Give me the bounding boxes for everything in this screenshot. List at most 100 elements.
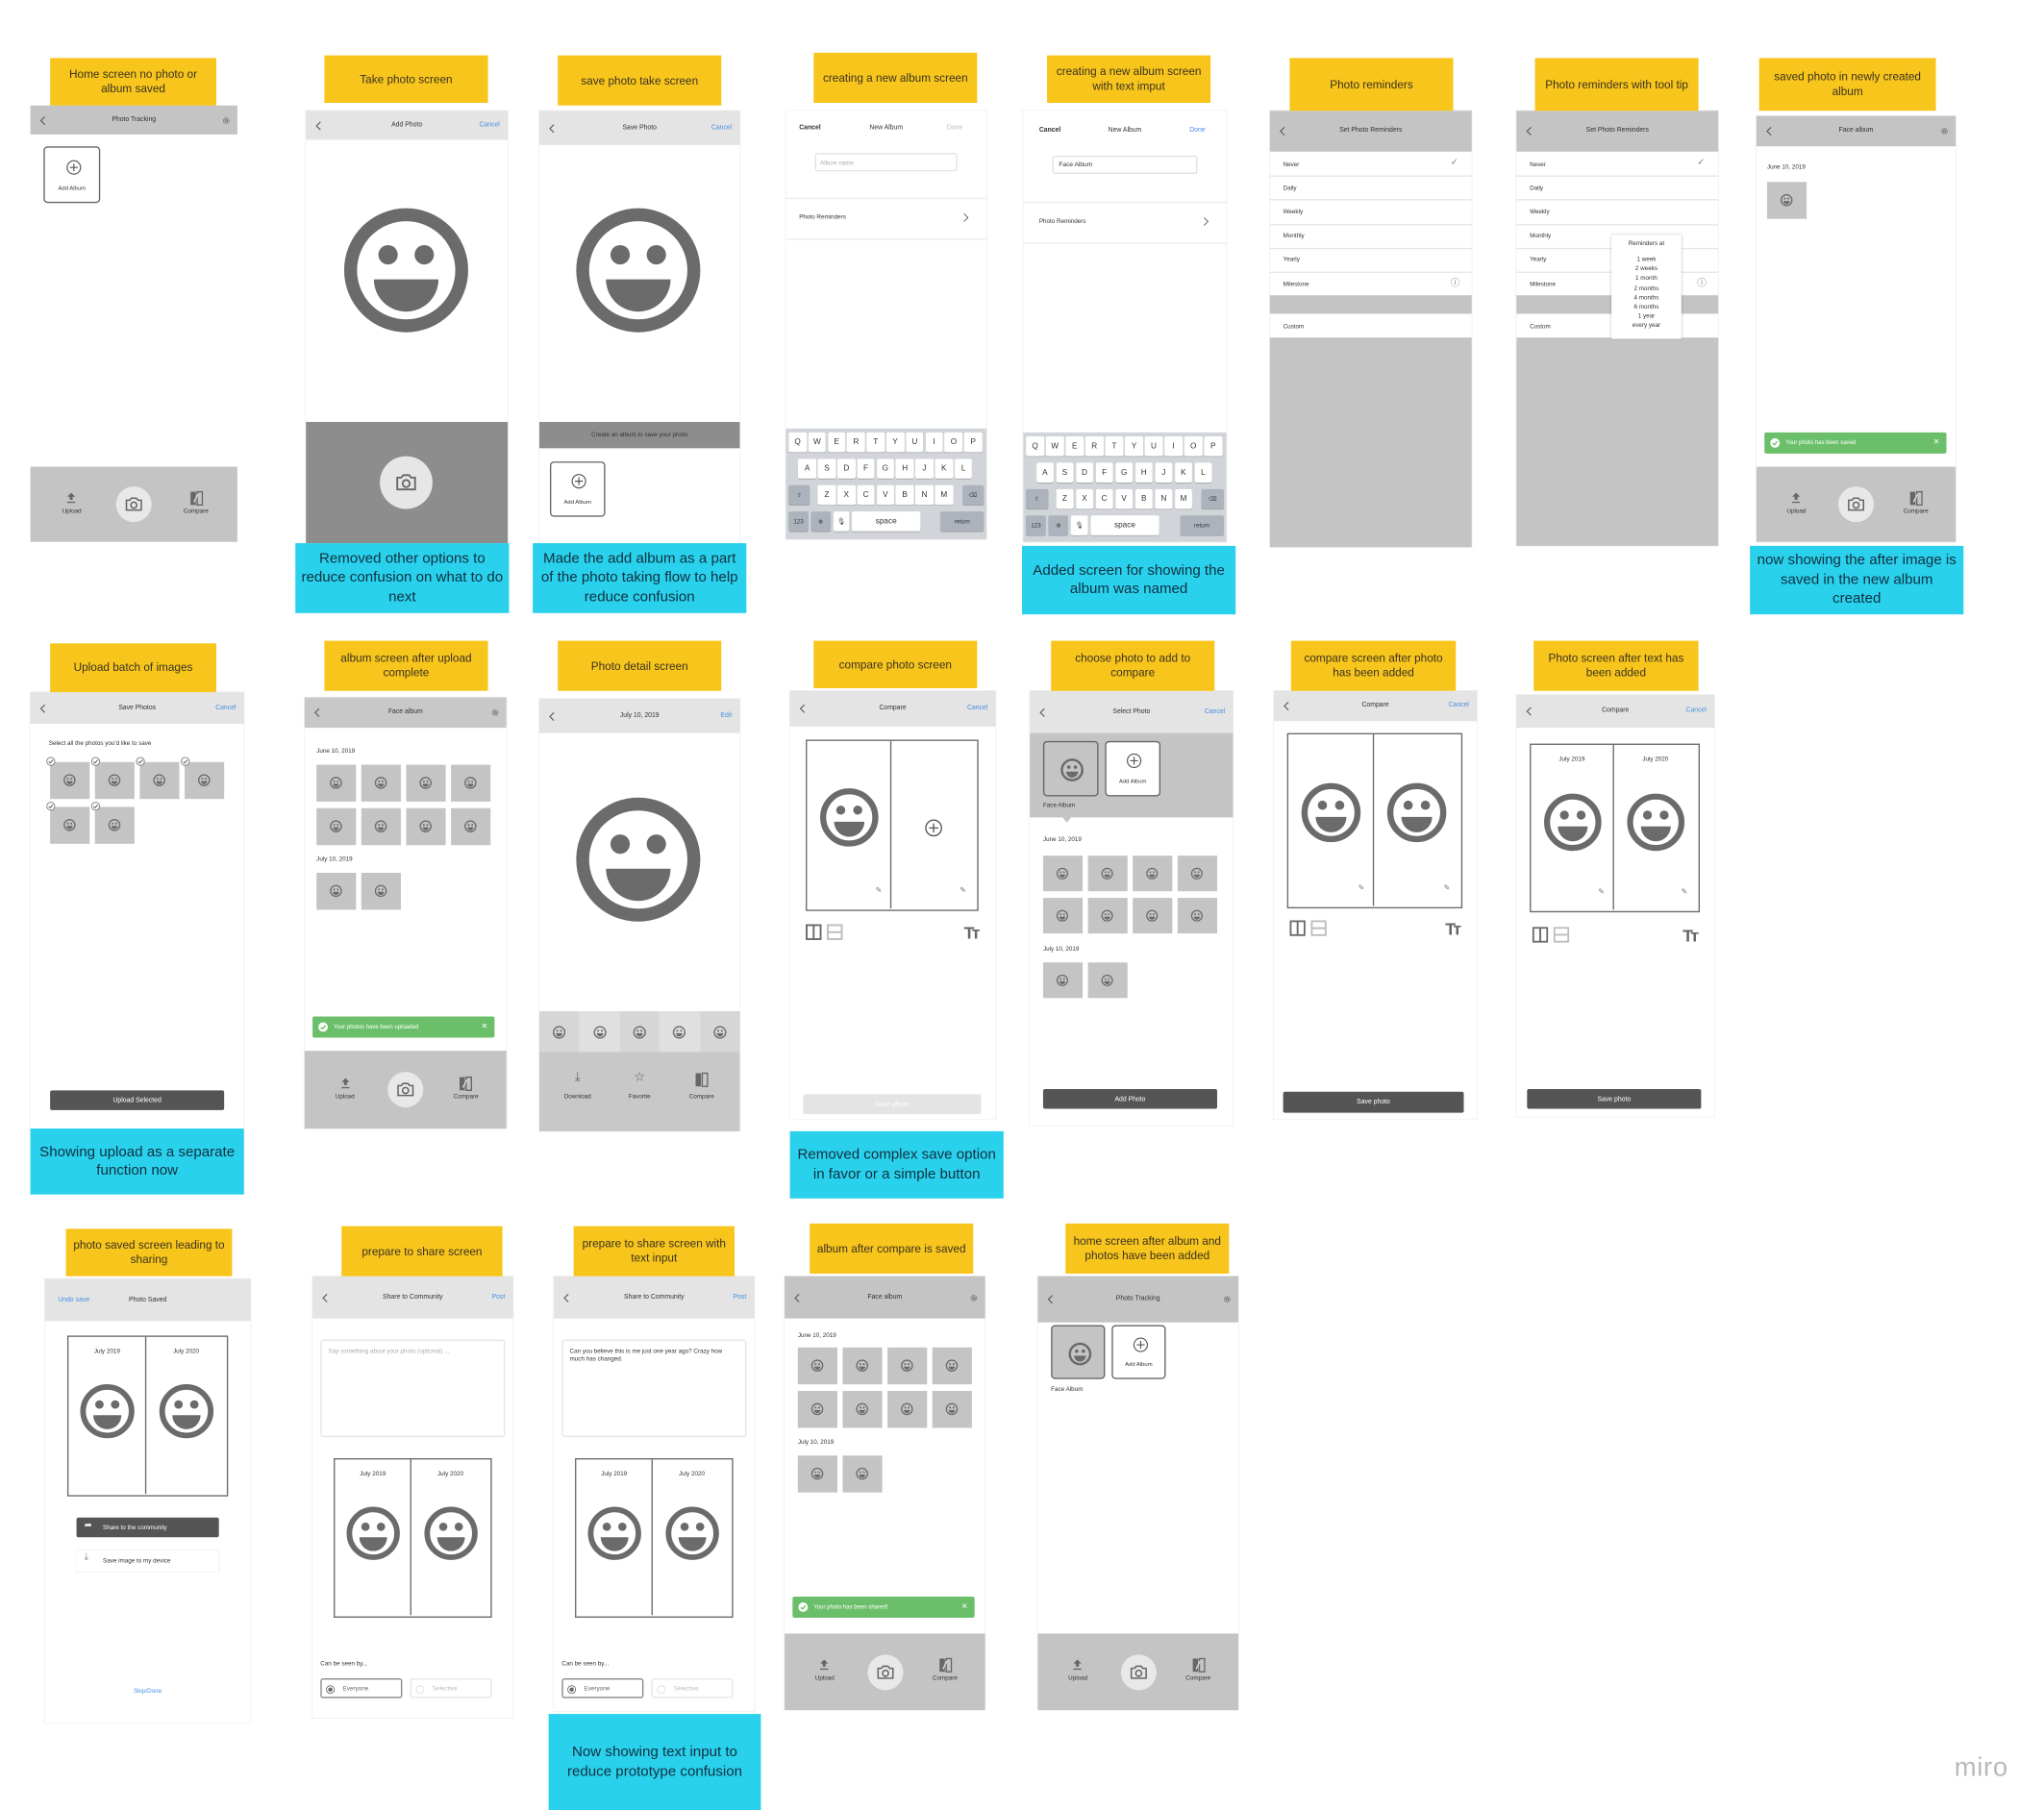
photo-thumbnail[interactable] (1766, 182, 1807, 219)
visibility-option-everyone[interactable]: Everyone (561, 1678, 644, 1698)
camera-button[interactable] (866, 1653, 903, 1690)
download-button[interactable]: ⤓Download (558, 1071, 597, 1110)
key-w[interactable]: W (1045, 436, 1064, 457)
compare-left-pane[interactable]: July 2019✎ (1531, 744, 1614, 910)
photo-thumbnail[interactable] (406, 807, 446, 846)
add-album-button[interactable]: Add Album (1111, 1325, 1166, 1379)
key-u[interactable]: U (1144, 436, 1163, 457)
right-action-link[interactable]: Post (491, 1293, 506, 1302)
camera-button[interactable] (387, 1072, 424, 1108)
photo-strip-item[interactable] (539, 1011, 580, 1053)
compare-left-pane[interactable]: July 2019 (335, 1459, 412, 1615)
key-k[interactable]: K (1174, 462, 1193, 483)
photo-thumbnail[interactable] (94, 806, 135, 844)
photo-strip-item[interactable] (619, 1011, 660, 1053)
key-a[interactable]: A (1035, 462, 1055, 483)
split-vertical-layout-icon[interactable] (1532, 927, 1549, 943)
photo-thumbnail[interactable] (316, 873, 357, 910)
cancel-link[interactable]: Cancel (799, 123, 821, 133)
edit-pencil-icon[interactable]: ✎ (875, 887, 883, 896)
microphone-key[interactable]: 🎙 (833, 511, 850, 532)
right-action-link[interactable]: Cancel (479, 121, 500, 130)
key-h[interactable]: H (895, 459, 914, 479)
return-key[interactable]: return (940, 511, 985, 532)
selected-checkbox-icon[interactable] (46, 802, 56, 811)
key-z[interactable]: Z (817, 484, 836, 506)
compare-right-pane[interactable]: July 2020 (147, 1337, 225, 1494)
right-action-link[interactable]: Cancel (710, 123, 733, 133)
key-q[interactable]: Q (1026, 436, 1045, 457)
photo-thumbnail[interactable] (316, 807, 357, 846)
key-p[interactable]: P (963, 432, 983, 453)
key-t[interactable]: T (1105, 436, 1124, 457)
key-u[interactable]: U (906, 432, 924, 453)
globe-key[interactable]: ⊕ (810, 511, 831, 532)
right-action-link[interactable]: Cancel (966, 704, 988, 712)
key-l[interactable]: L (1193, 462, 1212, 483)
backspace-key[interactable]: ⌫ (961, 484, 985, 506)
key-h[interactable]: H (1134, 462, 1154, 483)
key-f[interactable]: F (857, 459, 875, 479)
key-x[interactable]: X (836, 484, 856, 506)
info-icon[interactable]: ⓘ (1697, 279, 1707, 289)
space-key[interactable]: space (852, 511, 921, 532)
shutter-button[interactable] (380, 456, 433, 509)
selected-checkbox-icon[interactable] (46, 756, 56, 766)
reminder-option-daily[interactable]: Daily (1516, 176, 1719, 201)
key-t[interactable]: T (866, 432, 885, 453)
back-chevron-icon[interactable] (563, 1293, 570, 1302)
key-l[interactable]: L (954, 459, 973, 479)
right-action-link[interactable]: Cancel (1448, 701, 1469, 709)
gear-icon[interactable] (969, 1293, 979, 1302)
key-b[interactable]: B (895, 484, 914, 506)
key-s[interactable]: S (817, 459, 836, 479)
album-tile-face-album[interactable] (1042, 740, 1099, 797)
photo-thumbnail[interactable] (1133, 898, 1173, 934)
photo-thumbnail[interactable] (932, 1391, 972, 1428)
photo-thumbnail[interactable] (50, 806, 90, 844)
key-v[interactable]: V (1114, 488, 1134, 509)
compare-button[interactable]: Compare (180, 488, 212, 520)
key-w[interactable]: W (808, 432, 827, 453)
key-c[interactable]: C (1095, 488, 1114, 509)
key-i[interactable]: I (1164, 436, 1184, 457)
shift-key[interactable]: ⇧ (788, 484, 810, 506)
key-y[interactable]: Y (1124, 436, 1143, 457)
gear-icon[interactable] (1940, 127, 1950, 136)
upload-button[interactable]: Upload (59, 488, 85, 520)
favorite-button[interactable]: ☆Favorite (620, 1071, 660, 1110)
photo-thumbnail[interactable] (139, 761, 180, 800)
close-icon[interactable]: ✕ (481, 1023, 488, 1031)
back-chevron-icon[interactable] (1039, 707, 1046, 717)
photo-reminders-row[interactable]: Photo Reminders (1023, 201, 1227, 244)
shift-key[interactable]: ⇧ (1026, 488, 1048, 509)
back-chevron-icon[interactable] (1526, 707, 1533, 716)
selected-checkbox-icon[interactable] (90, 802, 101, 811)
photo-thumbnail[interactable] (932, 1347, 972, 1385)
reminder-option-weekly[interactable]: Weekly (1516, 200, 1719, 225)
key-x[interactable]: X (1075, 488, 1094, 509)
edit-pencil-icon[interactable]: ✎ (960, 887, 967, 896)
photo-thumbnail[interactable] (361, 764, 401, 802)
compare-left-pane[interactable]: ✎ (807, 740, 892, 908)
globe-key[interactable]: ⊕ (1048, 515, 1069, 535)
compare-left-pane[interactable]: July 2019 (68, 1336, 147, 1494)
back-chevron-icon[interactable] (1279, 126, 1285, 136)
photo-thumbnail[interactable] (1087, 962, 1128, 999)
album-name-input[interactable]: Face Album (1052, 155, 1198, 175)
right-action-link[interactable]: Cancel (1685, 707, 1707, 715)
gear-icon[interactable] (490, 708, 500, 718)
selected-checkbox-icon[interactable] (90, 756, 101, 766)
photo-thumbnail[interactable] (842, 1455, 883, 1493)
reminder-option-monthly[interactable]: Monthly (1269, 224, 1472, 249)
add-album-button[interactable]: Add Album (549, 461, 606, 517)
photo-thumbnail[interactable] (1177, 855, 1217, 892)
space-key[interactable]: space (1090, 515, 1159, 535)
back-chevron-icon[interactable] (1766, 126, 1773, 136)
gear-icon[interactable] (221, 115, 231, 125)
backspace-key[interactable]: ⌫ (1202, 488, 1224, 509)
key-g[interactable]: G (876, 459, 895, 479)
upload-button[interactable]: Upload (1783, 488, 1809, 520)
edit-pencil-icon[interactable]: ✎ (1681, 888, 1688, 897)
compare-right-pane[interactable]: July 2020 (653, 1459, 730, 1615)
